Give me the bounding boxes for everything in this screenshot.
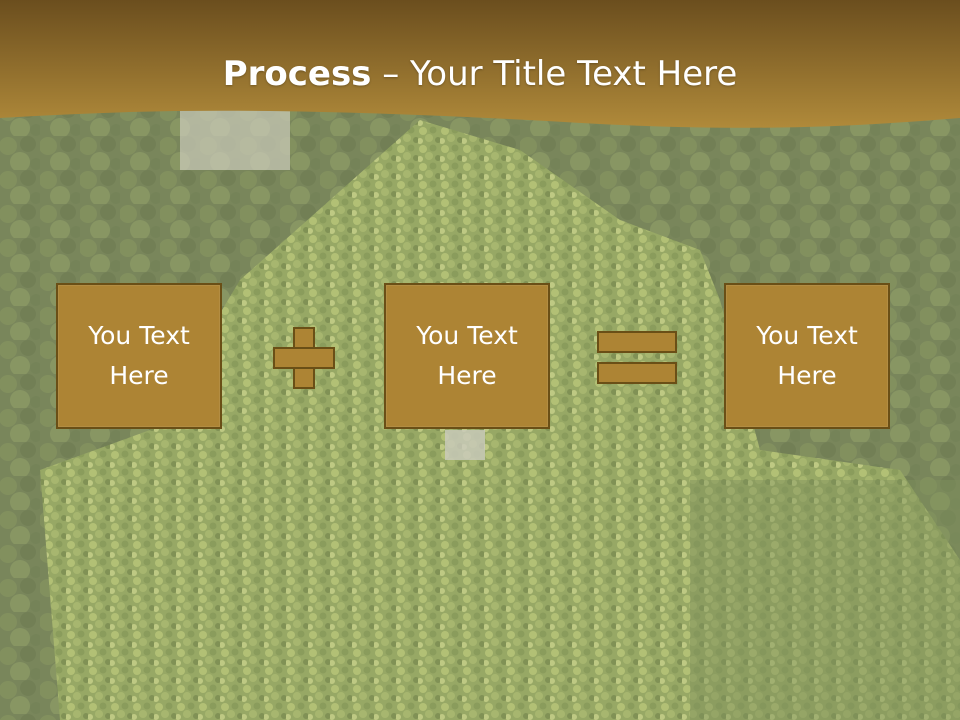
- title-rest: – Your Title Text Here: [371, 54, 738, 94]
- title-bold: Process: [222, 54, 372, 94]
- equals-icon: [597, 331, 677, 385]
- slide-title: Process – Your Title Text Here: [0, 52, 960, 96]
- header-banner: Process – Your Title Text Here: [0, 0, 960, 140]
- process-box-1-text: You Text Here: [88, 321, 190, 390]
- plus-icon: [273, 327, 335, 389]
- process-box-1[interactable]: You Text Here: [56, 283, 222, 429]
- process-box-3-text: You Text Here: [756, 321, 858, 390]
- process-box-2[interactable]: You Text Here: [384, 283, 550, 429]
- process-box-2-text: You Text Here: [416, 321, 518, 390]
- process-box-3[interactable]: You Text Here: [724, 283, 890, 429]
